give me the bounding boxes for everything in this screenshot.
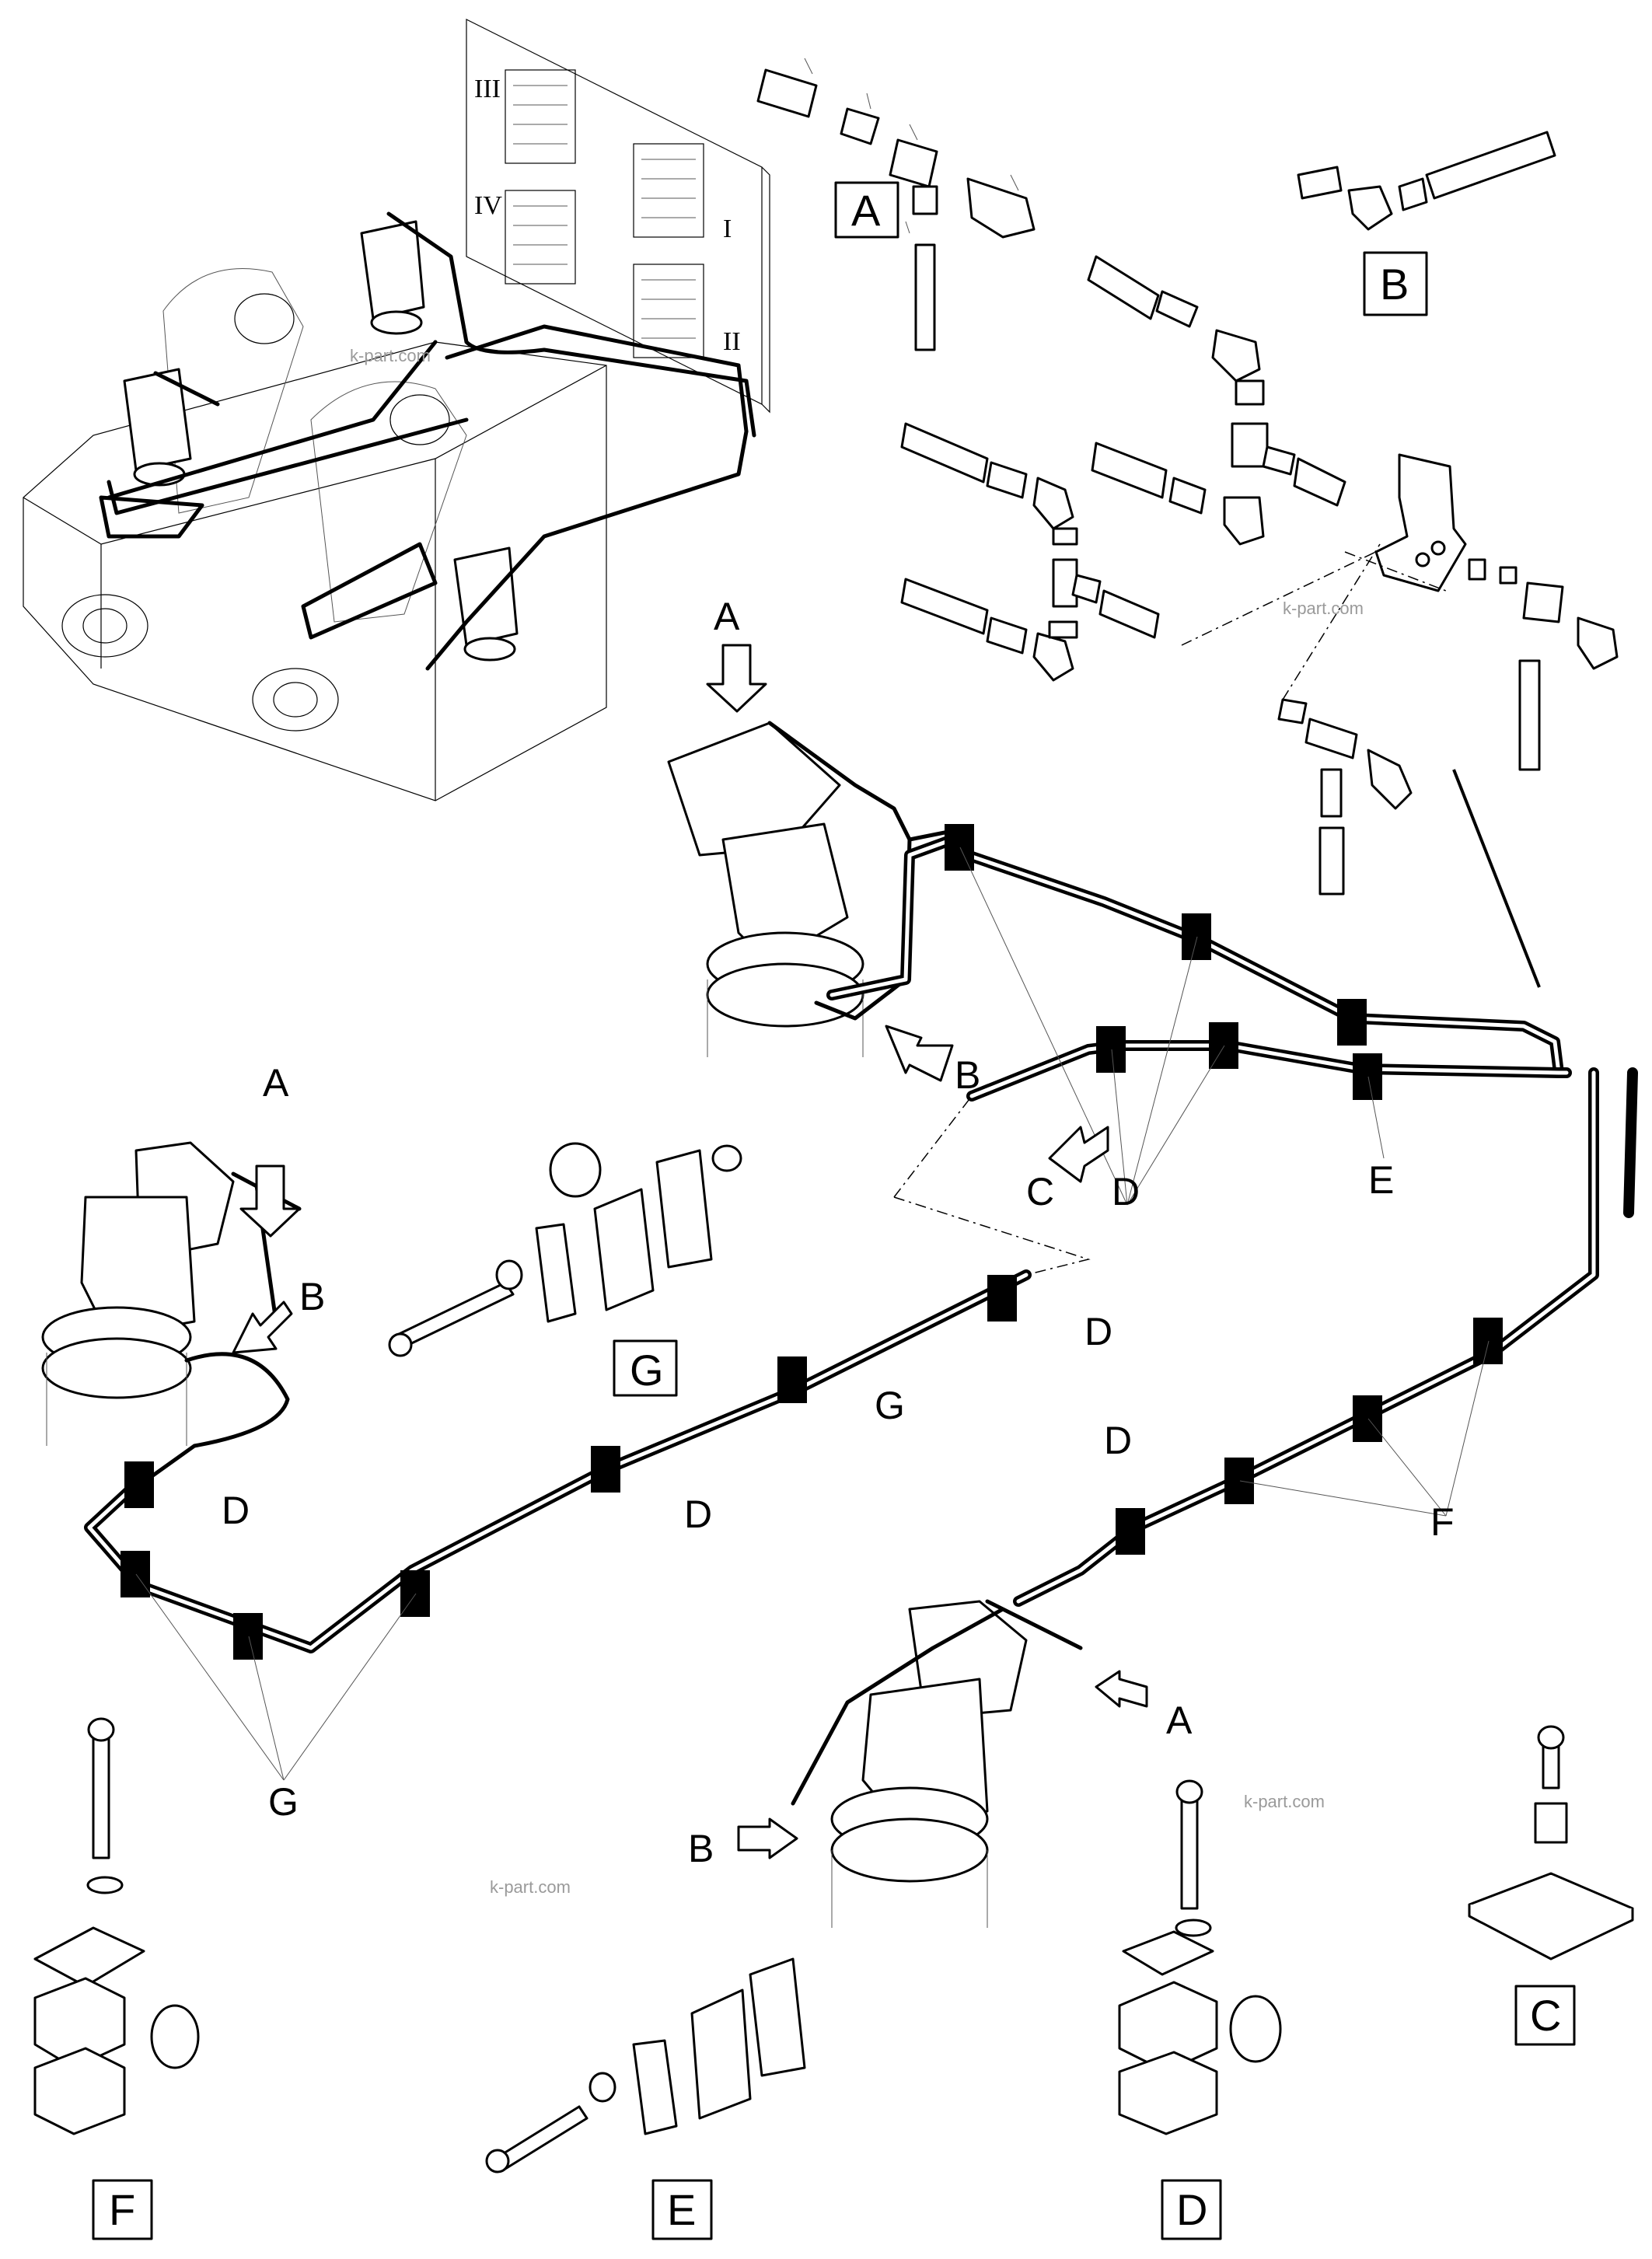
detail-c-parts: C — [1468, 1725, 1634, 2046]
callout-a-bottom: A — [1166, 1699, 1193, 1742]
detail-d-parts: D — [1118, 1779, 1282, 2240]
valve-stack — [505, 69, 704, 358]
callout-d-mid: D — [1112, 1170, 1140, 1213]
callout-g-mid: G — [875, 1384, 905, 1427]
box-label-d: D — [1176, 2185, 1207, 2234]
clamp-g — [120, 1551, 150, 1597]
clamp-d — [945, 824, 974, 871]
box-label-e: E — [667, 2185, 696, 2234]
box-label-f: F — [109, 2185, 135, 2234]
clamp-d — [1209, 1022, 1238, 1069]
callout-d-gline: D — [1084, 1310, 1112, 1353]
callout-a-left: A — [263, 1061, 289, 1105]
callout-c: C — [1026, 1170, 1054, 1213]
clamp-f — [1353, 1395, 1382, 1442]
detail-e-parts: E — [485, 1957, 806, 2240]
callout-d-left2: D — [684, 1493, 712, 1536]
callout-d-right: D — [1104, 1419, 1132, 1462]
box-label-g: G — [630, 1346, 664, 1395]
callout-a-top: A — [714, 595, 740, 638]
fitting-assembly-main — [900, 255, 1346, 682]
clamp-d — [124, 1461, 154, 1508]
clamp-f — [1473, 1318, 1503, 1364]
callout-letters: A B C D E A B D G D D G D F A B — [222, 595, 1455, 1870]
watermark: k-part.com — [490, 1877, 571, 1897]
clamp-d — [1096, 1026, 1126, 1073]
machine-overview: III IV I II — [23, 19, 770, 801]
clamp-d — [987, 1275, 1017, 1322]
mounting-bracket — [1277, 453, 1619, 896]
box-label-b: B — [1380, 260, 1409, 309]
clamp-e — [1337, 999, 1367, 1046]
clamp-g — [777, 1356, 807, 1403]
callout-b-top: B — [955, 1053, 980, 1097]
fittings-exploded — [756, 58, 1619, 988]
roman-label-iii: III — [474, 75, 501, 103]
motor-upper — [667, 721, 951, 1057]
watermark: k-part.com — [1244, 1792, 1325, 1811]
roman-label-ii: II — [723, 327, 741, 356]
motor-left — [41, 1141, 302, 1487]
clamp-d — [1182, 913, 1211, 960]
roman-label-i: I — [723, 215, 732, 243]
fitting-group-a — [756, 58, 1036, 351]
watermark: k-part.com — [1283, 599, 1364, 618]
callout-d-left1: D — [222, 1489, 250, 1532]
box-label-a: A — [851, 186, 881, 235]
callout-b-left: B — [299, 1275, 325, 1318]
detail-f-parts: F — [33, 1717, 200, 2240]
callout-f: F — [1430, 1500, 1455, 1544]
clamp-d — [1116, 1508, 1145, 1555]
detail-g-parts: G — [388, 1142, 742, 1397]
box-label-c: C — [1530, 1991, 1561, 2040]
tube-routing — [84, 824, 1638, 1781]
detail-box-b: B — [1363, 251, 1428, 316]
detail-box-a: A — [834, 181, 899, 239]
callout-e: E — [1368, 1158, 1394, 1202]
motor-bottom — [791, 1599, 1083, 1928]
fitting-group-b — [1297, 131, 1556, 231]
callout-g-bottom: G — [268, 1780, 299, 1824]
clamp-e — [1353, 1053, 1382, 1100]
direction-arrows — [232, 644, 1148, 1859]
watermark: k-part.com — [350, 346, 431, 365]
clamp-d — [591, 1446, 620, 1493]
clamp-f — [1224, 1458, 1254, 1504]
clamp-g — [233, 1613, 263, 1660]
callout-b-bottom: B — [688, 1827, 714, 1870]
roman-label-iv: IV — [474, 191, 502, 220]
